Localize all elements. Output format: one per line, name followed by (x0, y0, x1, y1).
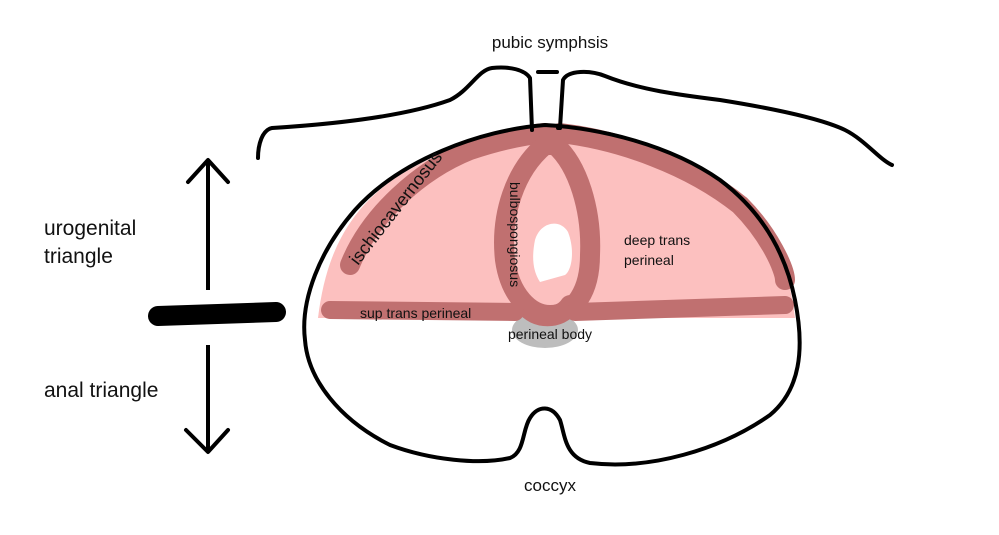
urogenital-label-line2: triangle (44, 245, 113, 268)
deep-trans-perineal-label-line1: deep trans (624, 232, 690, 248)
sup-trans-perineal-label: sup trans perineal (360, 305, 471, 321)
pelvis-outline-upper (256, 65, 894, 167)
deep-trans-perineal-label-line2: perineal (624, 252, 674, 268)
right-ischiocavernosus-muscle (550, 123, 795, 290)
pubic-symphysis-label: pubic symphsis (492, 33, 608, 52)
urogenital-label-line1: urogenital (44, 217, 136, 240)
anal-triangle-label: anal triangle (44, 379, 158, 402)
perineal-body-label: perineal body (508, 326, 592, 342)
down-arrow-icon (184, 428, 230, 454)
pelvis-outline-lower (302, 123, 802, 467)
sup-trans-perineal-muscle (321, 301, 524, 321)
bulbospongiosus-muscle-base (515, 295, 580, 327)
coccyx-label: coccyx (524, 476, 576, 495)
ischiocavernosus-muscle (340, 123, 555, 275)
right-sup-trans-perineal-muscle (566, 296, 794, 321)
urogenital-opening (533, 223, 572, 282)
divider-bar (148, 302, 286, 326)
up-arrow-icon (186, 158, 230, 184)
bulbospongiosus-label: bulbospongiosus (507, 182, 523, 287)
